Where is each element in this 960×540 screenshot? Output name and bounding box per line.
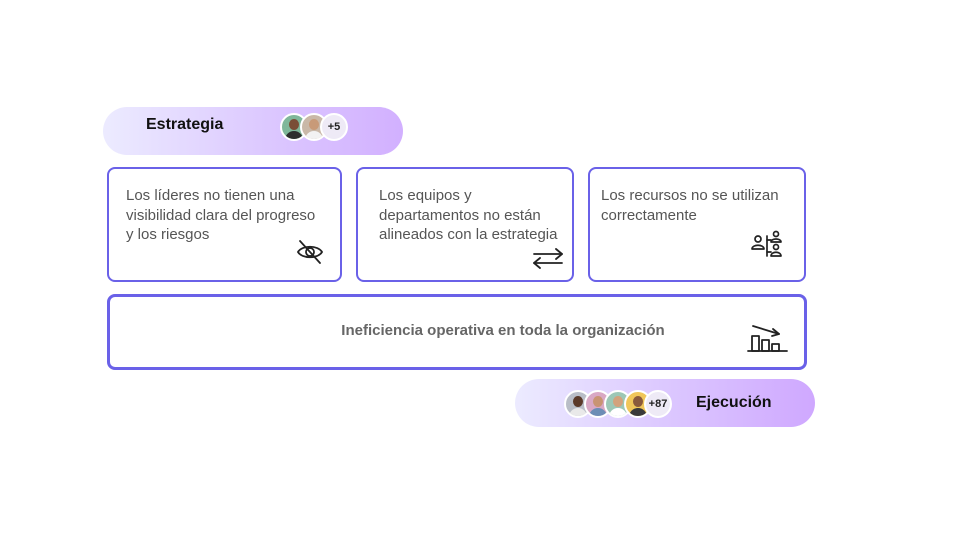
execution-more-count: +87 xyxy=(644,390,672,418)
declining-bars-icon xyxy=(747,322,789,359)
card-text: Los equipos y departamentos no están ali… xyxy=(379,186,564,245)
strategy-label: Estrategia xyxy=(146,116,223,134)
card-text: Ineficiencia operativa en toda la organi… xyxy=(278,322,728,339)
swap-arrows-icon xyxy=(532,247,564,274)
strategy-avatar-group: +5 xyxy=(280,113,348,141)
people-hierarchy-icon xyxy=(751,230,783,265)
card-operational-inefficiency: Ineficiencia operativa en toda la organi… xyxy=(107,294,807,370)
card-leaders-visibility: Los líderes no tienen una visibilidad cl… xyxy=(107,167,342,282)
execution-avatar-group: +87 xyxy=(564,390,672,418)
eye-off-icon xyxy=(295,237,325,272)
execution-label: Ejecución xyxy=(696,394,772,412)
strategy-more-count: +5 xyxy=(320,113,348,141)
card-text: Los recursos no se utilizan correctament… xyxy=(601,186,796,225)
card-text: Los líderes no tienen una visibilidad cl… xyxy=(126,186,316,245)
card-resources-usage: Los recursos no se utilizan correctament… xyxy=(588,167,806,282)
execution-pill: +87 Ejecución xyxy=(515,379,815,427)
strategy-pill: Estrategia +5 xyxy=(103,107,403,155)
card-teams-alignment: Los equipos y departamentos no están ali… xyxy=(356,167,574,282)
